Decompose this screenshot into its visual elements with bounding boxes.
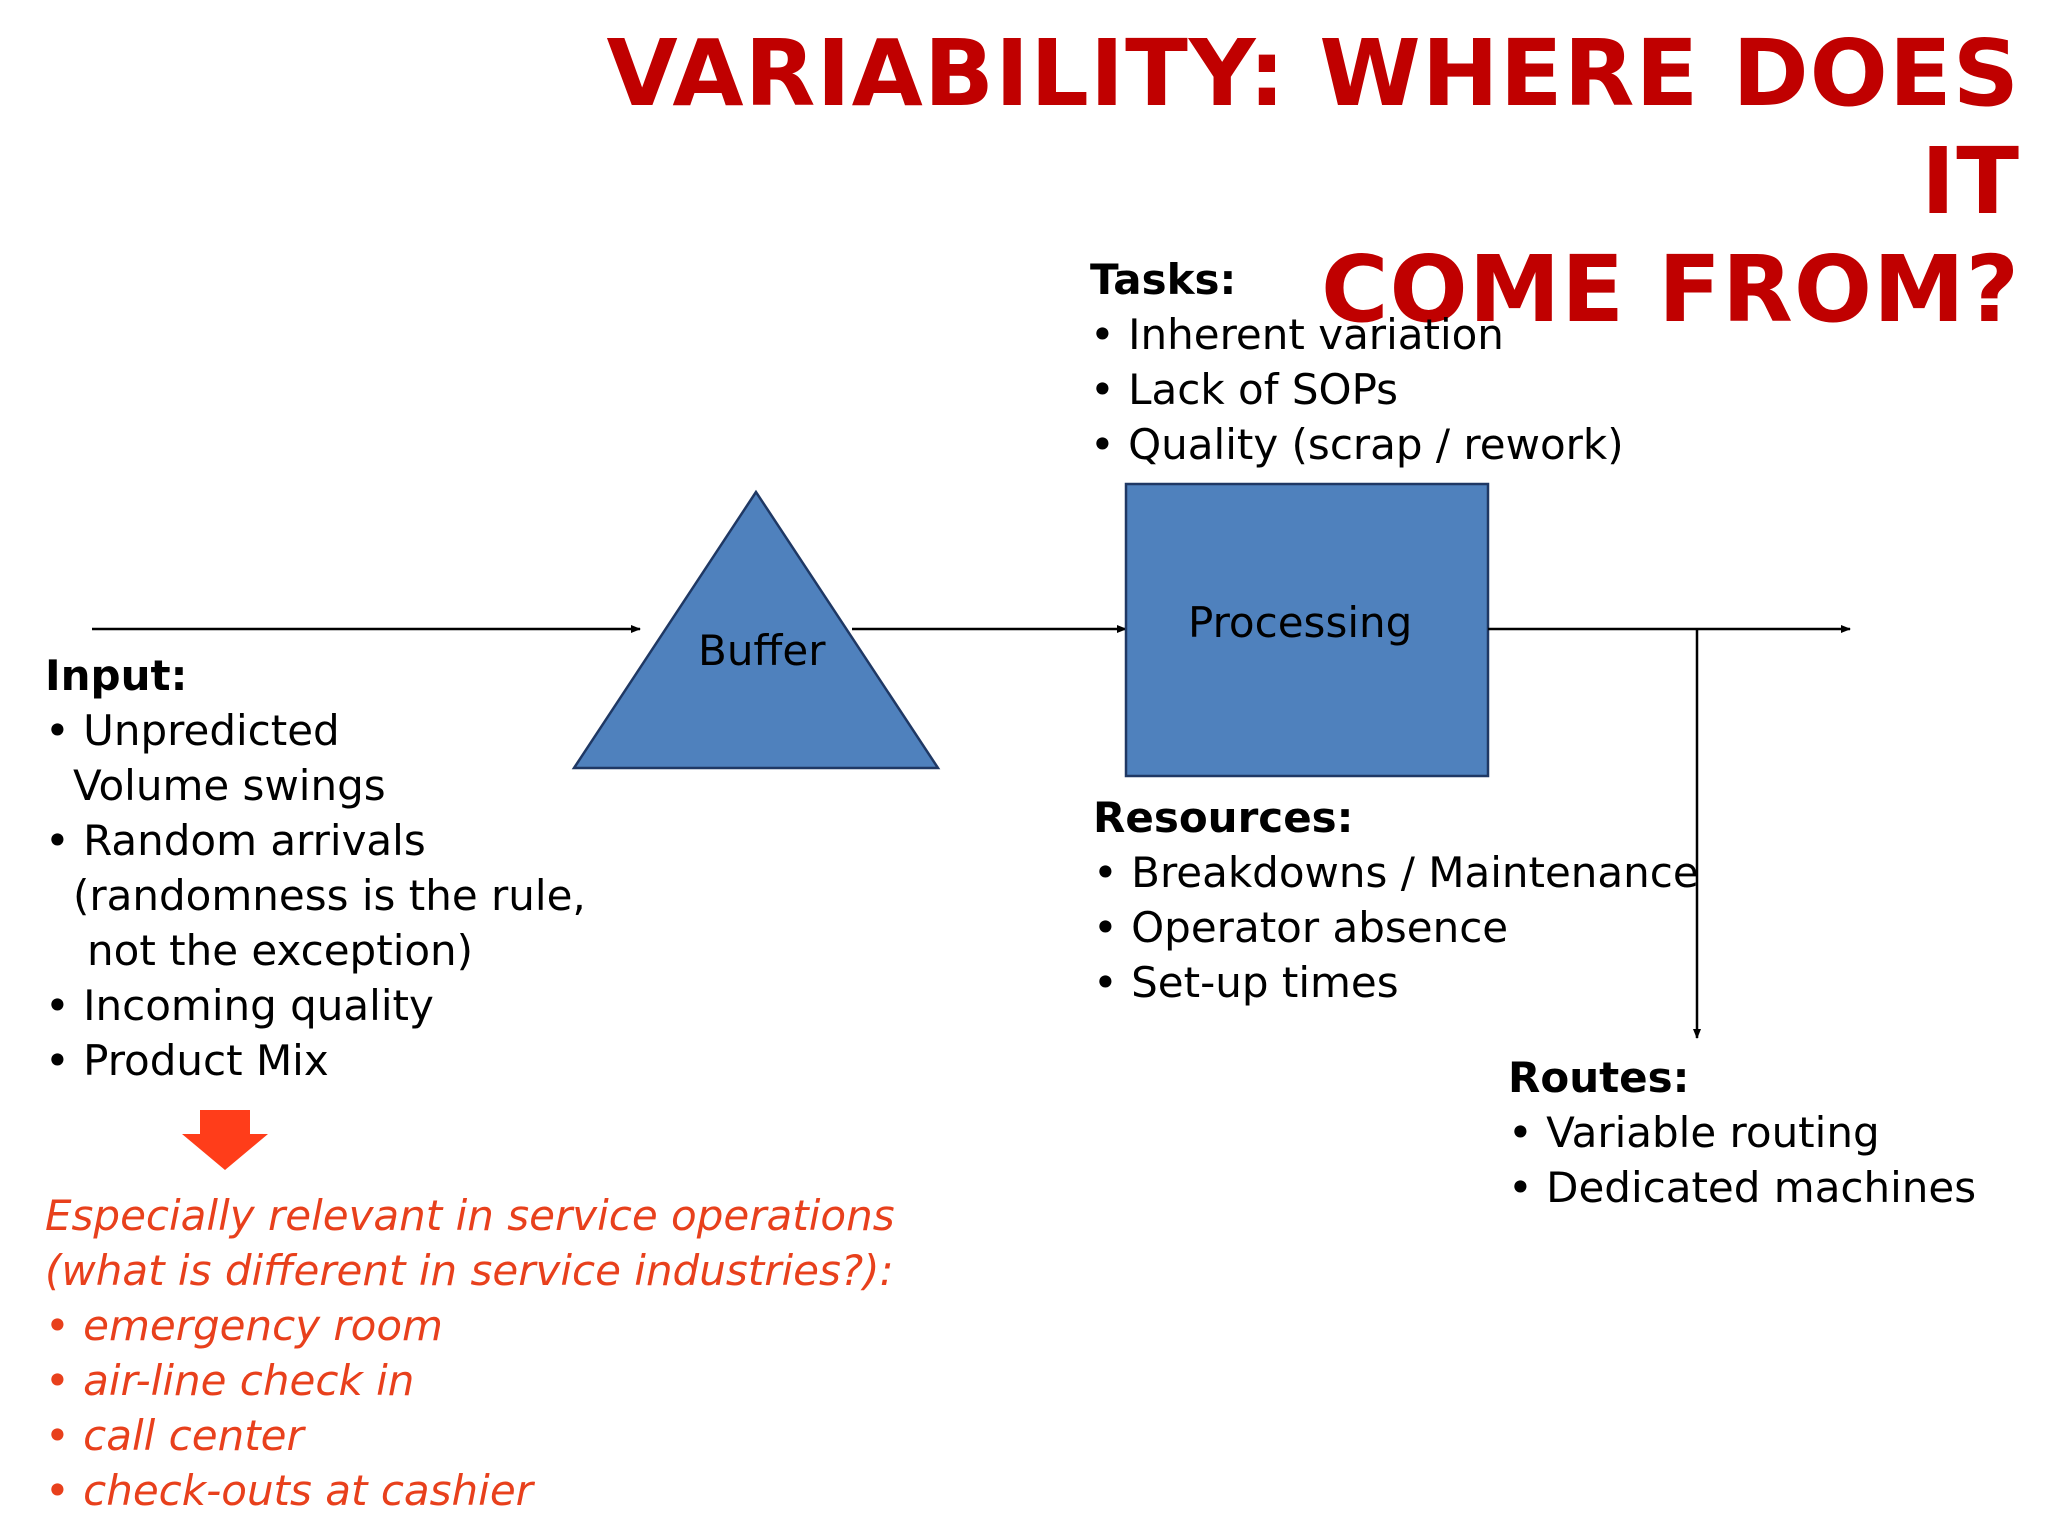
tasks-item: • Quality (scrap / rework) xyxy=(1090,420,1624,469)
input-line: not the exception) xyxy=(87,926,474,975)
routes-heading: Routes: xyxy=(1508,1053,1690,1102)
input-line: • Product Mix xyxy=(45,1036,329,1085)
service-item: • air-line check in xyxy=(45,1356,415,1405)
tasks-heading: Tasks: xyxy=(1090,255,1237,304)
input-line: • Incoming quality xyxy=(45,981,434,1030)
buffer-triangle xyxy=(571,489,941,770)
processing-box xyxy=(1124,482,1490,778)
processing-label: Processing xyxy=(1188,598,1413,647)
input-line: Volume swings xyxy=(73,761,386,810)
tasks-item: • Inherent variation xyxy=(1090,310,1504,359)
service-item: • check-outs at cashier xyxy=(45,1466,533,1515)
resources-section: Resources: • Breakdowns / Maintenance • … xyxy=(1093,790,1699,1010)
input-heading: Input: xyxy=(45,651,188,700)
input-line: • Unpredicted xyxy=(45,706,340,755)
service-item: • emergency room xyxy=(45,1301,443,1350)
resources-item: • Set-up times xyxy=(1093,958,1399,1007)
routes-item: • Variable routing xyxy=(1508,1108,1880,1157)
service-line: (what is different in service industries… xyxy=(45,1246,894,1295)
service-item: • call center xyxy=(45,1411,304,1460)
input-line: (randomness is the rule, xyxy=(73,871,586,920)
routes-item: • Dedicated machines xyxy=(1508,1163,1977,1212)
service-line: Especially relevant in service operation… xyxy=(45,1191,895,1240)
input-line: • Random arrivals xyxy=(45,816,426,865)
routes-section: Routes: • Variable routing • Dedicated m… xyxy=(1508,1050,1976,1215)
slide-title: VARIABILITY: WHERE DOES IT COME FROM? xyxy=(520,20,2020,344)
resources-item: • Operator absence xyxy=(1093,903,1509,952)
title-line-2: COME FROM? xyxy=(1321,236,2020,343)
resources-heading: Resources: xyxy=(1093,793,1354,842)
resources-item: • Breakdowns / Maintenance xyxy=(1093,848,1699,897)
tasks-section: Tasks: • Inherent variation • Lack of SO… xyxy=(1090,252,1624,472)
service-operations-note: Especially relevant in service operation… xyxy=(45,1188,895,1518)
input-section: Input: • Unpredicted Volume swings • Ran… xyxy=(45,648,586,1088)
down-arrow-icon xyxy=(182,1110,268,1170)
buffer-label: Buffer xyxy=(698,626,826,675)
tasks-item: • Lack of SOPs xyxy=(1090,365,1399,414)
title-line-1: VARIABILITY: WHERE DOES IT xyxy=(606,20,2020,235)
